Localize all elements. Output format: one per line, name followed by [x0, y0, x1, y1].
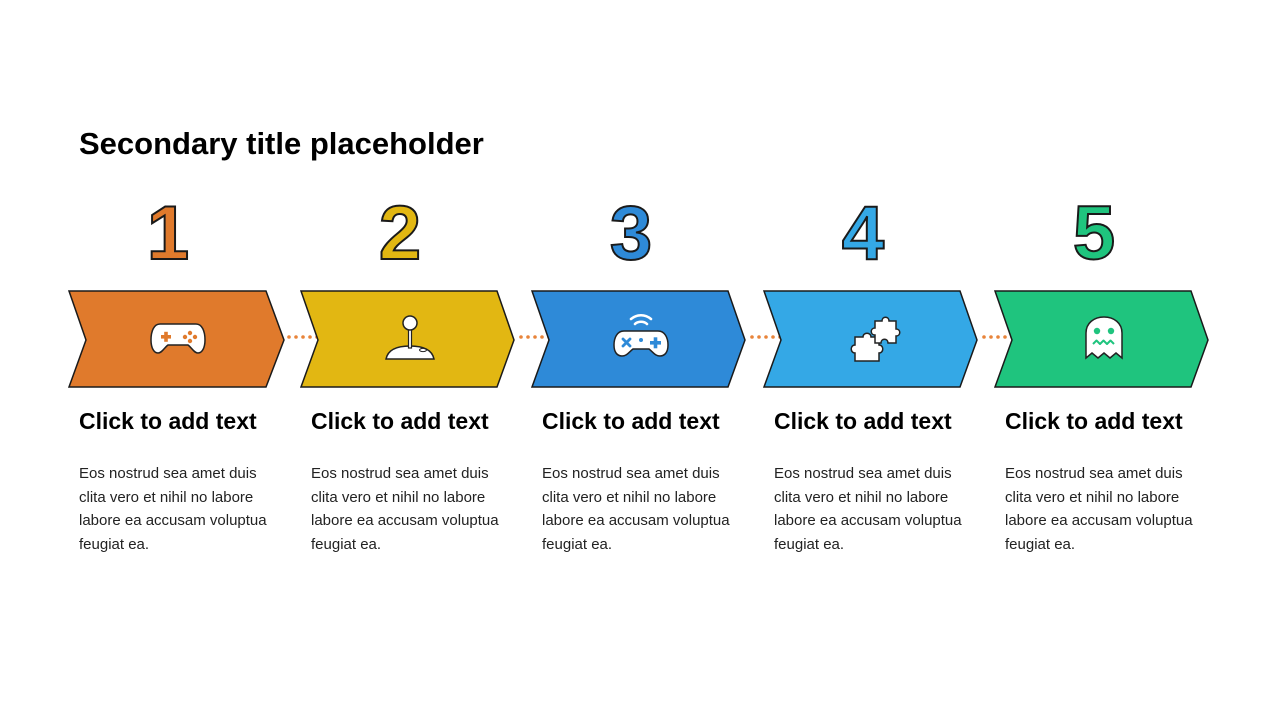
connector-dot [764, 335, 768, 339]
chevron-shape [299, 290, 515, 388]
connector-dot [287, 335, 291, 339]
connector-dot [989, 335, 993, 339]
wireless-controller-icon [613, 313, 669, 357]
step-heading[interactable]: Click to add text [1005, 408, 1183, 434]
connector-dot [294, 335, 298, 339]
step-5: 5 Click to add text Eos nostrud sea amet… [993, 0, 1225, 720]
connector-dot [996, 335, 1000, 339]
connector-dot [519, 335, 523, 339]
step-number: 4 [841, 191, 885, 276]
step-number: 5 [1072, 191, 1116, 276]
step-number: 3 [609, 191, 653, 276]
ghost-icon [1085, 316, 1123, 360]
step-2: 2 Click to add text Eos nostrud sea amet… [299, 0, 531, 720]
step-heading[interactable]: Click to add text [774, 408, 952, 434]
gamepad-icon [150, 323, 206, 354]
connector-dot [982, 335, 986, 339]
joystick-icon [385, 315, 435, 360]
step-description[interactable]: Eos nostrud sea amet duis clita vero et … [79, 465, 267, 553]
step-3: 3 Click to add text Eos nostrud sea amet… [530, 0, 762, 720]
step-heading[interactable]: Click to add text [79, 408, 257, 434]
step-heading[interactable]: Click to add text [542, 408, 720, 434]
step-description[interactable]: Eos nostrud sea amet duis clita vero et … [311, 465, 499, 553]
puzzle-icon [850, 316, 901, 362]
connector-dot [540, 335, 544, 339]
connector-dot [301, 335, 305, 339]
step-number: 1 [146, 191, 190, 276]
connector-dot [526, 335, 530, 339]
step-4: 4 Click to add text Eos nostrud sea amet… [762, 0, 994, 720]
step-description[interactable]: Eos nostrud sea amet duis clita vero et … [1005, 465, 1193, 553]
page-title: Secondary title placeholder [79, 126, 484, 161]
connector-dot [750, 335, 754, 339]
step-description[interactable]: Eos nostrud sea amet duis clita vero et … [542, 465, 730, 553]
connector-dot [1003, 335, 1007, 339]
connector-dot [757, 335, 761, 339]
step-1: 1 Click to add text Eos nostrud sea amet… [67, 0, 299, 720]
connector-dot [771, 335, 775, 339]
connector-dot [533, 335, 537, 339]
step-number: 2 [378, 191, 422, 276]
step-description[interactable]: Eos nostrud sea amet duis clita vero et … [774, 465, 962, 553]
connector-dot [308, 335, 312, 339]
step-heading[interactable]: Click to add text [311, 408, 489, 434]
